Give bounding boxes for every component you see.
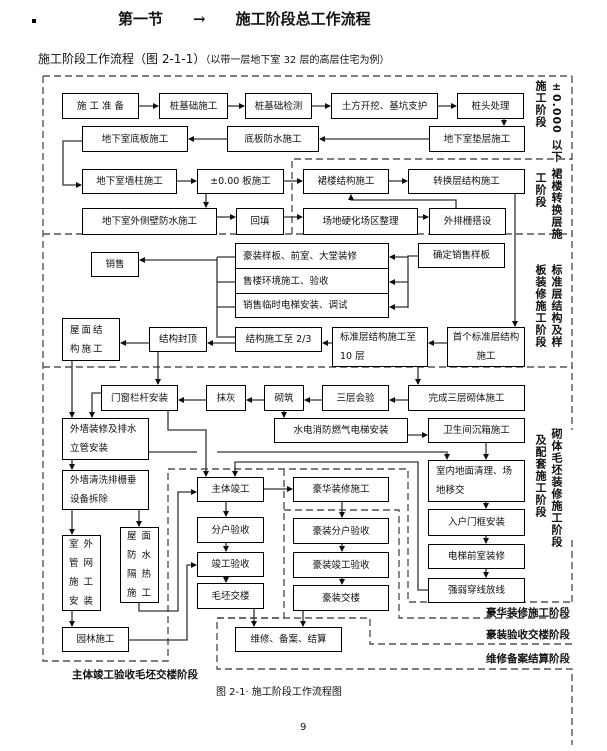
figure-caption: 图 2-1· 施工阶段工作流程图 <box>216 687 342 698</box>
stage-label-standard-col2: 板装修施工阶段 <box>534 264 547 348</box>
stage-label-luxury: 豪华装修施工阶段 <box>486 607 570 619</box>
intro-note: （以带一层地下室 32 层的高层住宅为例） <box>205 55 390 66</box>
step-luxury-unit-acceptance: 豪装分户验收 <box>293 518 389 544</box>
stage-label-podium-col2: 工阶段 <box>534 172 547 208</box>
flow-arrow <box>62 140 82 188</box>
stage-label-masonry-col1: 砌体毛坯装修施工阶段 <box>550 428 563 548</box>
step-pile-head: 桩头处理 <box>457 93 524 119</box>
step-mep-installation: 水电消防燃气电梯安装 <box>274 418 408 443</box>
flow-line <box>407 255 418 308</box>
section-title: 施工阶段总工作流程 <box>235 10 371 28</box>
step-confirm-model-unit: 确定销售样板 <box>418 243 505 268</box>
step-standard-floor-10: 标准层结构施工至 10 层 <box>332 327 428 367</box>
step-roof-waterproofing: 屋面防水隔热施工 <box>120 527 159 603</box>
step-floor-cleaning-handover: 室内地面清理、场地移交 <box>428 460 525 502</box>
step-bathroom-sunken-slab: 卫生间沉箱施工 <box>428 418 525 443</box>
stage-label-below-zero-col2: 施工阶段 <box>534 80 547 128</box>
bullet-mark <box>32 19 36 23</box>
step-luxury-decoration: 豪华装修施工 <box>293 477 389 502</box>
stage-boundary <box>216 469 573 745</box>
step-outdoor-pipe-network: 室外管网施工安装 <box>62 535 101 611</box>
stage-boundary <box>217 617 572 645</box>
intro-paragraph: 施工阶段工作流程（图 2-1-1）（以带一层地下室 32 层的高层住宅为例） <box>38 50 389 67</box>
stage-label-podium-col1: 裙楼转换层施 <box>550 168 563 240</box>
stage-label-maintenance: 维修备案结算阶段 <box>486 653 570 665</box>
intro-main: 施工阶段工作流程（图 2-1-1） <box>38 52 206 66</box>
step-completion-acceptance: 竣工验收 <box>197 552 264 577</box>
step-roof-structure: 屋面结构施工 <box>62 318 120 361</box>
step-basement-walls: 地下室墙柱施工 <box>82 169 177 194</box>
step-slab-waterproofing: 底板防水施工 <box>227 126 319 152</box>
flow-arrow <box>232 461 428 591</box>
step-structure-topping: 结构封顶 <box>149 327 207 352</box>
step-pile-testing: 桩基础检测 <box>245 93 312 119</box>
step-masonry: 砌筑 <box>264 385 304 411</box>
section-heading: 第一节 → 施工阶段总工作流程 <box>118 8 401 29</box>
step-backfill: 回填 <box>236 208 284 235</box>
step-basement-cushion: 地下室垫层施工 <box>429 126 525 152</box>
step-doors-windows-railings: 门窗栏杆安装 <box>101 385 178 411</box>
step-landscaping: 园林施工 <box>62 627 129 652</box>
step-podium-structure: 裙楼结构施工 <box>303 169 389 194</box>
flow-line <box>216 256 235 338</box>
step-main-completion: 主体竣工 <box>197 477 264 502</box>
step-construction-prep: 施 工 准 备 <box>62 93 139 119</box>
stage-label-masonry-col2: 及配套施工阶段 <box>534 434 547 518</box>
step-basement-floor-slab: 地下室底板施工 <box>82 126 188 152</box>
step-site-hardening: 场地硬化场区整理 <box>303 208 418 235</box>
flow-arrow <box>348 194 457 208</box>
step-first-standard-floor: 首个标准层结构施工 <box>447 327 525 367</box>
page-number: 9 <box>300 722 307 733</box>
step-model-unit-decoration: 豪装样板、前室、大堂装修 <box>235 243 389 269</box>
stage-boundary <box>291 158 572 234</box>
flow-arrow <box>217 451 450 460</box>
section-number: 第一节 <box>118 10 164 28</box>
step-three-floor-masonry: 完成三层砌体施工 <box>408 385 525 411</box>
step-temp-elevator: 销售临时电梯安装、调试 <box>235 293 389 318</box>
stage-label-below-zero-col1: ±0.000 以下 <box>550 80 563 163</box>
step-shell-handover: 毛坯交楼 <box>197 583 264 609</box>
stage-label-standard-col1: 标准层结构及样 <box>550 264 563 348</box>
step-facade-drainage: 外墙装修及排水立管安装 <box>62 418 149 460</box>
flow-arrows <box>62 103 518 641</box>
stage-boundary <box>42 76 572 662</box>
step-luxury-handover: 豪装交楼 <box>293 585 389 611</box>
heading-arrow: → <box>193 10 206 28</box>
flow-arrow <box>167 411 209 477</box>
step-facade-cleaning: 外墙清洗排栅垂设备拆除 <box>62 470 149 510</box>
step-luxury-completion-acceptance: 豪装竣工验收 <box>293 552 389 578</box>
step-unit-acceptance: 分户验收 <box>197 517 264 543</box>
flow-arrow <box>89 392 101 418</box>
step-pile-foundation: 桩基础施工 <box>159 93 228 119</box>
step-three-floor-inspection: 三层会验 <box>322 385 389 411</box>
step-door-frame: 入户门框安装 <box>428 509 525 536</box>
step-structure-two-thirds: 结构施工至 2/3 <box>235 327 322 352</box>
step-scaffolding: 外排栅搭设 <box>429 208 506 235</box>
flow-arrow <box>129 562 197 641</box>
step-maintenance-filing-settlement: 维修、备案、结算 <box>235 627 342 652</box>
flow-arrow <box>138 489 197 612</box>
step-sales: 销售 <box>91 252 139 277</box>
step-wiring: 强弱穿线放线 <box>428 578 525 603</box>
step-zero-slab: ±0.00 板施工 <box>197 169 284 194</box>
step-exterior-wall-waterproofing: 地下室外侧壁防水施工 <box>82 208 217 235</box>
stage-label-luxury-handover: 豪装验收交楼阶段 <box>486 629 570 641</box>
step-transfer-floor: 转换层结构施工 <box>408 169 525 194</box>
step-plastering: 抹灰 <box>206 385 246 411</box>
step-sales-environment: 售楼环境施工、验收 <box>235 268 389 294</box>
step-elevator-lobby: 电梯前室装修 <box>428 544 525 569</box>
step-excavation: 土方开挖、基坑支护 <box>331 93 438 119</box>
stage-label-main-completion: 主体竣工验收毛坯交楼阶段 <box>72 669 198 681</box>
